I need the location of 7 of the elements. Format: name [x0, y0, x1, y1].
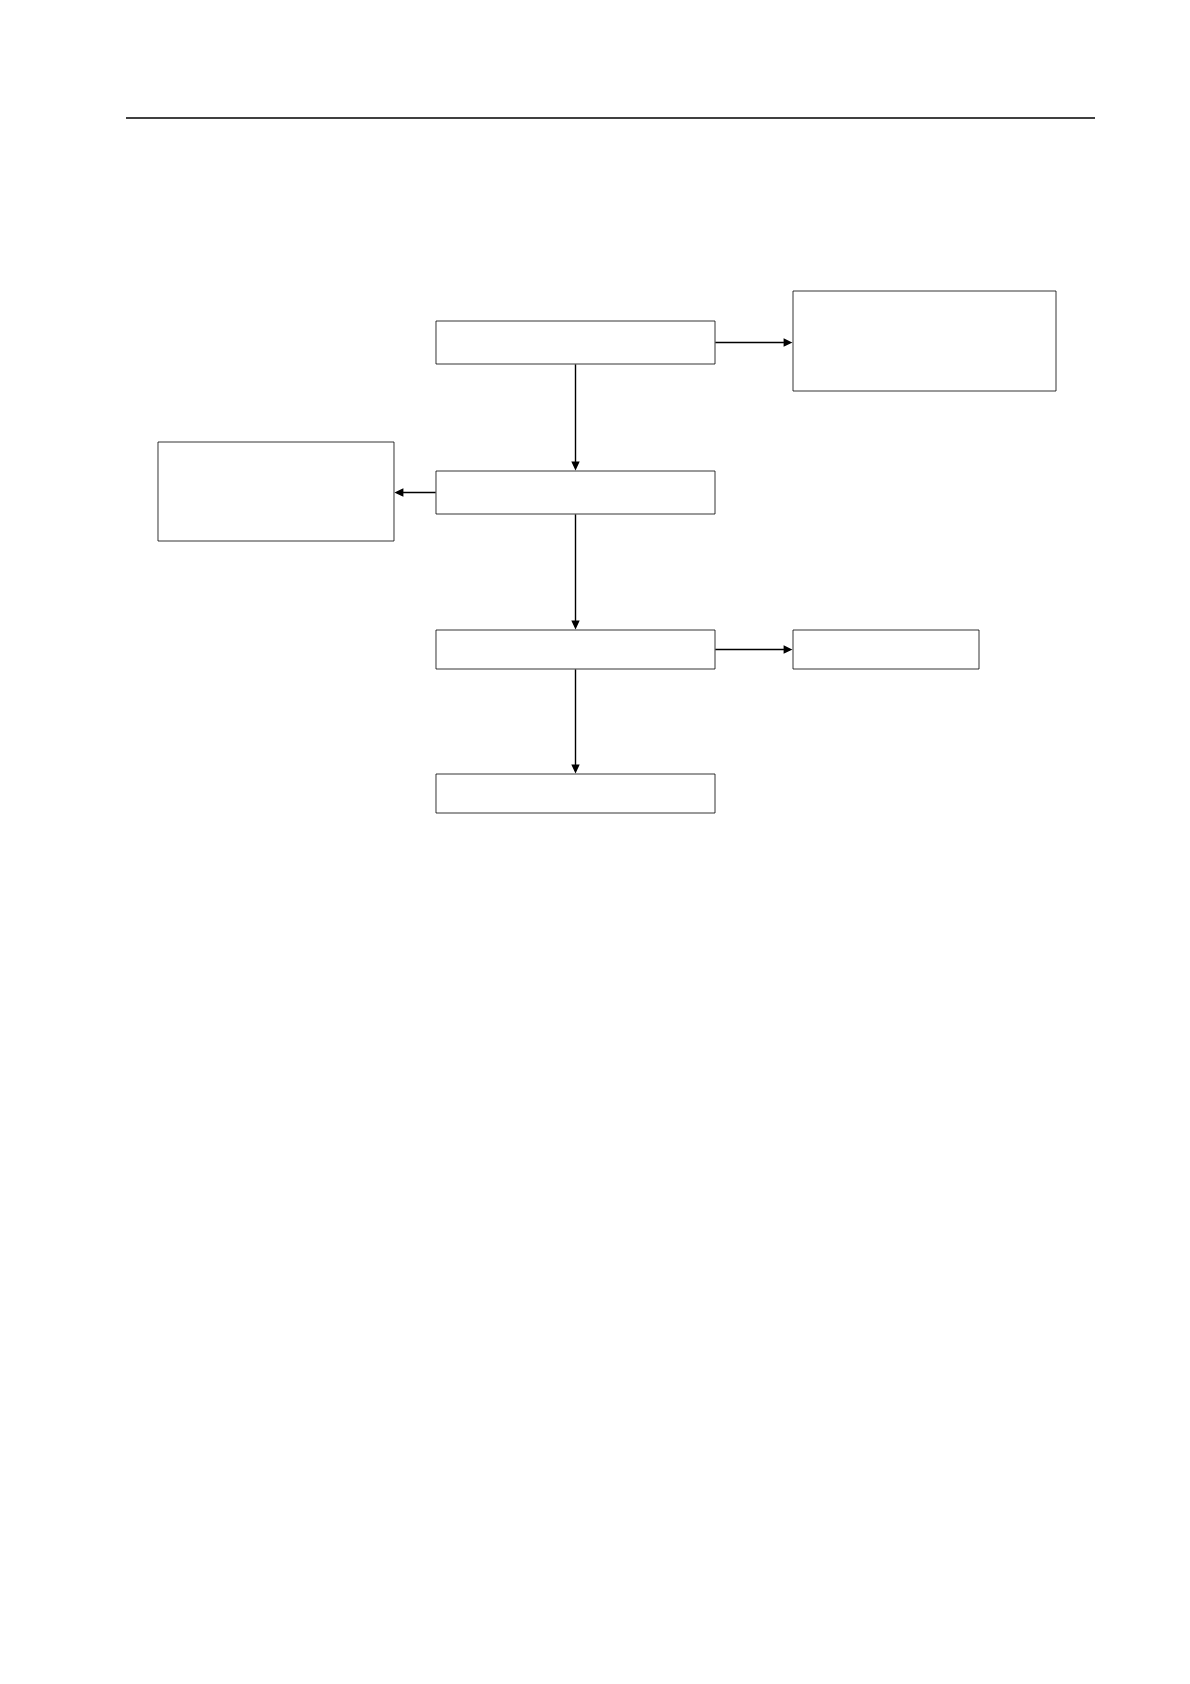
process-box	[435, 320, 716, 365]
process-box	[435, 773, 716, 814]
process-box	[792, 629, 980, 670]
process-box	[435, 470, 716, 515]
process-box	[157, 441, 395, 542]
process-box	[435, 629, 716, 670]
process-box	[792, 290, 1057, 392]
